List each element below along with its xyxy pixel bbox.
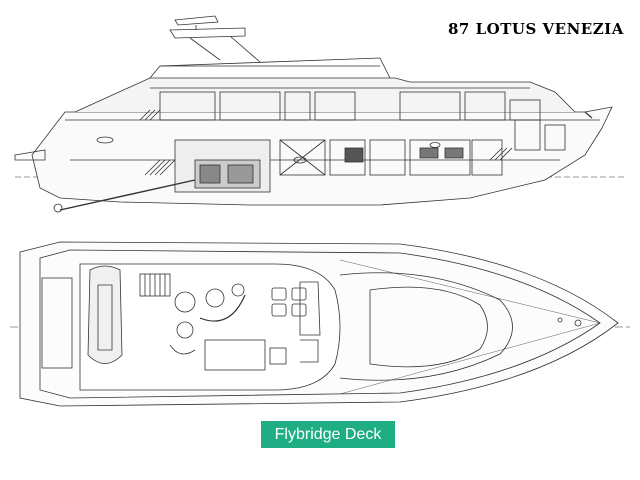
plan-view-flybridge [10,241,630,407]
foredeck-windshield [339,272,513,381]
propeller [53,203,63,213]
tender-boat [87,265,123,364]
hardtop [169,27,246,39]
hull-outline [31,106,613,206]
settee [199,294,246,322]
wet-bar [204,339,266,371]
flybridge-level [149,57,391,79]
aft-stairs [139,109,161,121]
flybridge-stairs [139,273,171,297]
foredeck-hatch [369,286,488,368]
lower-stairs [144,159,176,176]
bow-fitting [574,319,582,327]
swim-platform [14,149,46,161]
portholes [96,136,441,164]
superstructure [74,77,576,113]
propeller-shaft [59,179,196,211]
aft-platform [41,277,73,369]
side-profile-view [14,15,625,213]
helm-console [299,281,321,336]
table-round [174,291,196,313]
helm-seats [271,287,307,317]
drawing-title: 87 LOTUS VENEZIA [448,20,624,38]
deck-caption-badge: Flybridge Deck [261,421,395,448]
